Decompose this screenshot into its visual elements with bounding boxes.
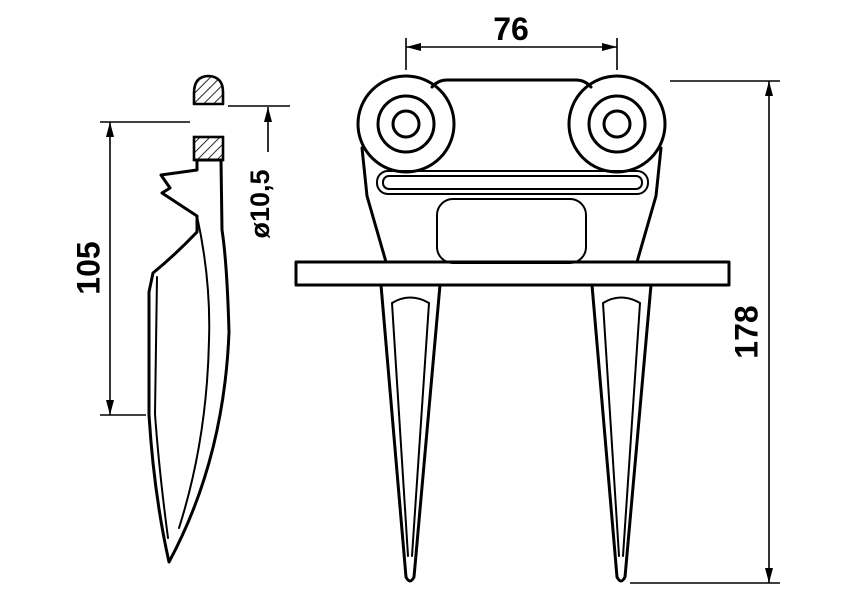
- section-hatch-lower: [192, 135, 225, 162]
- section-hole-gap: [193, 103, 224, 138]
- hole-spacing-label: 76: [493, 11, 529, 47]
- body-left-side: [360, 146, 388, 264]
- shank-height-arrow-bottom: [106, 400, 114, 415]
- body-right-side: [635, 146, 663, 264]
- slot-outer: [376, 170, 649, 195]
- shank-height-label: 105: [70, 241, 106, 294]
- right-boss-outer-circle: [567, 74, 667, 174]
- side-profile-outline: [147, 158, 231, 564]
- right-boss-hole-circle: [602, 109, 632, 139]
- total-height-arrow-bottom: [765, 568, 773, 583]
- blade-bevel-line: [178, 215, 211, 529]
- section-hatch-upper: [192, 74, 225, 106]
- blade-inner-edge: [154, 276, 169, 539]
- center-pad: [436, 198, 587, 264]
- top-bridge: [430, 78, 593, 89]
- total-height-label: 178: [728, 305, 764, 358]
- dimension-shank-height: 105: [70, 121, 190, 416]
- hole-diameter-label: ø10,5: [245, 169, 275, 238]
- dimension-total-height: 178: [630, 80, 780, 584]
- left-boss-middle-circle: [376, 94, 436, 154]
- hole-spacing-arrow-left: [406, 43, 421, 51]
- side-view: [147, 74, 231, 564]
- right-tine-outline: [590, 283, 653, 583]
- right-boss-middle-circle: [587, 94, 647, 154]
- left-tine-outline: [379, 283, 442, 583]
- slot-inner: [382, 175, 643, 190]
- left-boss-outer-circle: [356, 74, 456, 174]
- total-height-arrow-top: [765, 81, 773, 96]
- hole-spacing-arrow-right: [602, 43, 617, 51]
- hole-diameter-arrow: [264, 107, 272, 122]
- dimension-hole-diameter: ø10,5: [228, 105, 290, 239]
- hole-spacing-extension-lines: [405, 38, 618, 70]
- left-boss-hole-circle: [391, 109, 421, 139]
- shank-height-extension-lines: [100, 121, 190, 416]
- right-tine-bevel: [602, 296, 641, 557]
- left-tine-bevel: [391, 296, 430, 557]
- front-view: [294, 74, 731, 583]
- shank-height-arrow-top: [106, 122, 114, 137]
- flange-bar: [294, 260, 731, 287]
- total-height-extension-lines: [630, 80, 780, 584]
- hole-diameter-leader-line: [228, 105, 290, 152]
- dimension-hole-spacing: 76: [405, 11, 618, 70]
